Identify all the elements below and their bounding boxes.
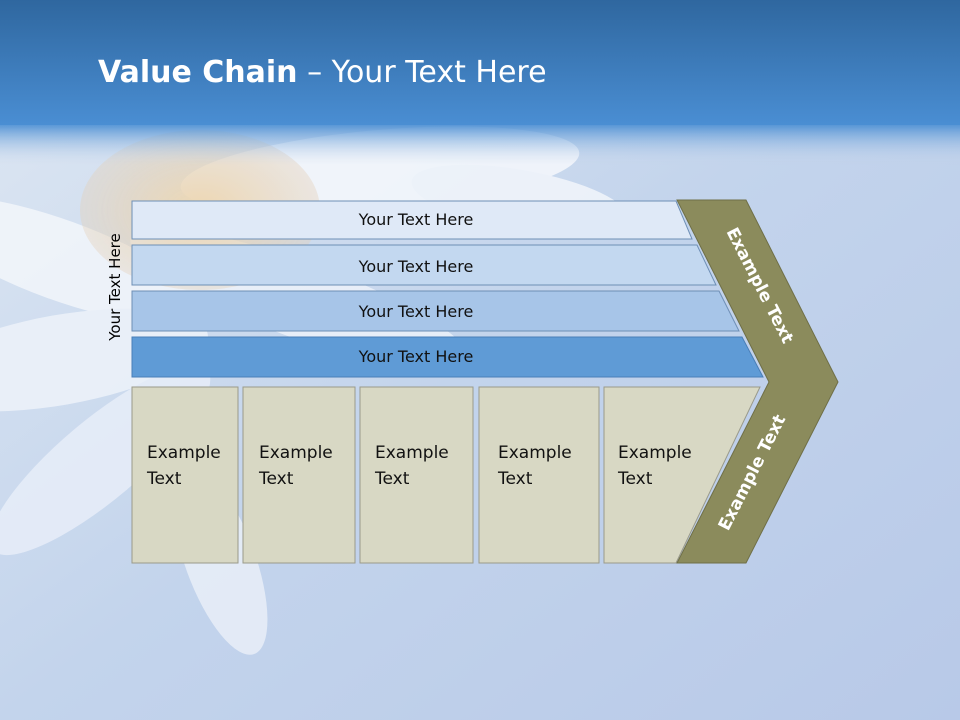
support-row[interactable]: Your Text Here xyxy=(131,244,717,286)
slide-title: Value Chain – Your Text Here xyxy=(98,55,547,90)
primary-box-line1: Example xyxy=(498,443,572,463)
primary-box-line2: Text xyxy=(374,469,410,489)
primary-box-line1: Example xyxy=(375,443,449,463)
primary-box-line2: Text xyxy=(617,469,653,489)
support-row-shape xyxy=(131,200,693,240)
support-row-label: Your Text Here xyxy=(358,302,474,321)
support-row-label: Your Text Here xyxy=(358,257,474,276)
title-rest: Your Text Here xyxy=(331,55,547,90)
primary-box-line1: Example xyxy=(259,443,333,463)
primary-box[interactable]: Example Text xyxy=(242,386,356,564)
primary-box-line2: Text xyxy=(258,469,294,489)
primary-box[interactable]: Example Text xyxy=(359,386,474,564)
title-separator: – xyxy=(307,55,323,90)
primary-box-shape xyxy=(359,386,474,564)
support-row-label: Your Text Here xyxy=(358,210,474,229)
support-row[interactable]: Your Text Here xyxy=(131,200,693,240)
primary-box[interactable]: Example Text xyxy=(603,386,761,564)
primary-activities: Example Text Example Text Example Text E… xyxy=(131,386,761,564)
primary-box-line1: Example xyxy=(618,443,692,463)
support-rows: Your Text Here Your Text Here Your Text … xyxy=(131,200,764,378)
support-row-shape xyxy=(131,244,717,286)
primary-box[interactable]: Example Text xyxy=(131,386,239,564)
support-row[interactable]: Your Text Here xyxy=(131,290,740,332)
support-row-shape xyxy=(131,290,740,332)
support-row[interactable]: Your Text Here xyxy=(131,336,764,378)
support-row-shape xyxy=(131,336,764,378)
primary-box-shape xyxy=(242,386,356,564)
primary-box-line2: Text xyxy=(146,469,182,489)
title-bold: Value Chain xyxy=(98,55,298,90)
primary-box-line2: Text xyxy=(497,469,533,489)
primary-box-shape xyxy=(131,386,239,564)
primary-box-line1: Example xyxy=(147,443,221,463)
support-row-label: Your Text Here xyxy=(358,347,474,366)
